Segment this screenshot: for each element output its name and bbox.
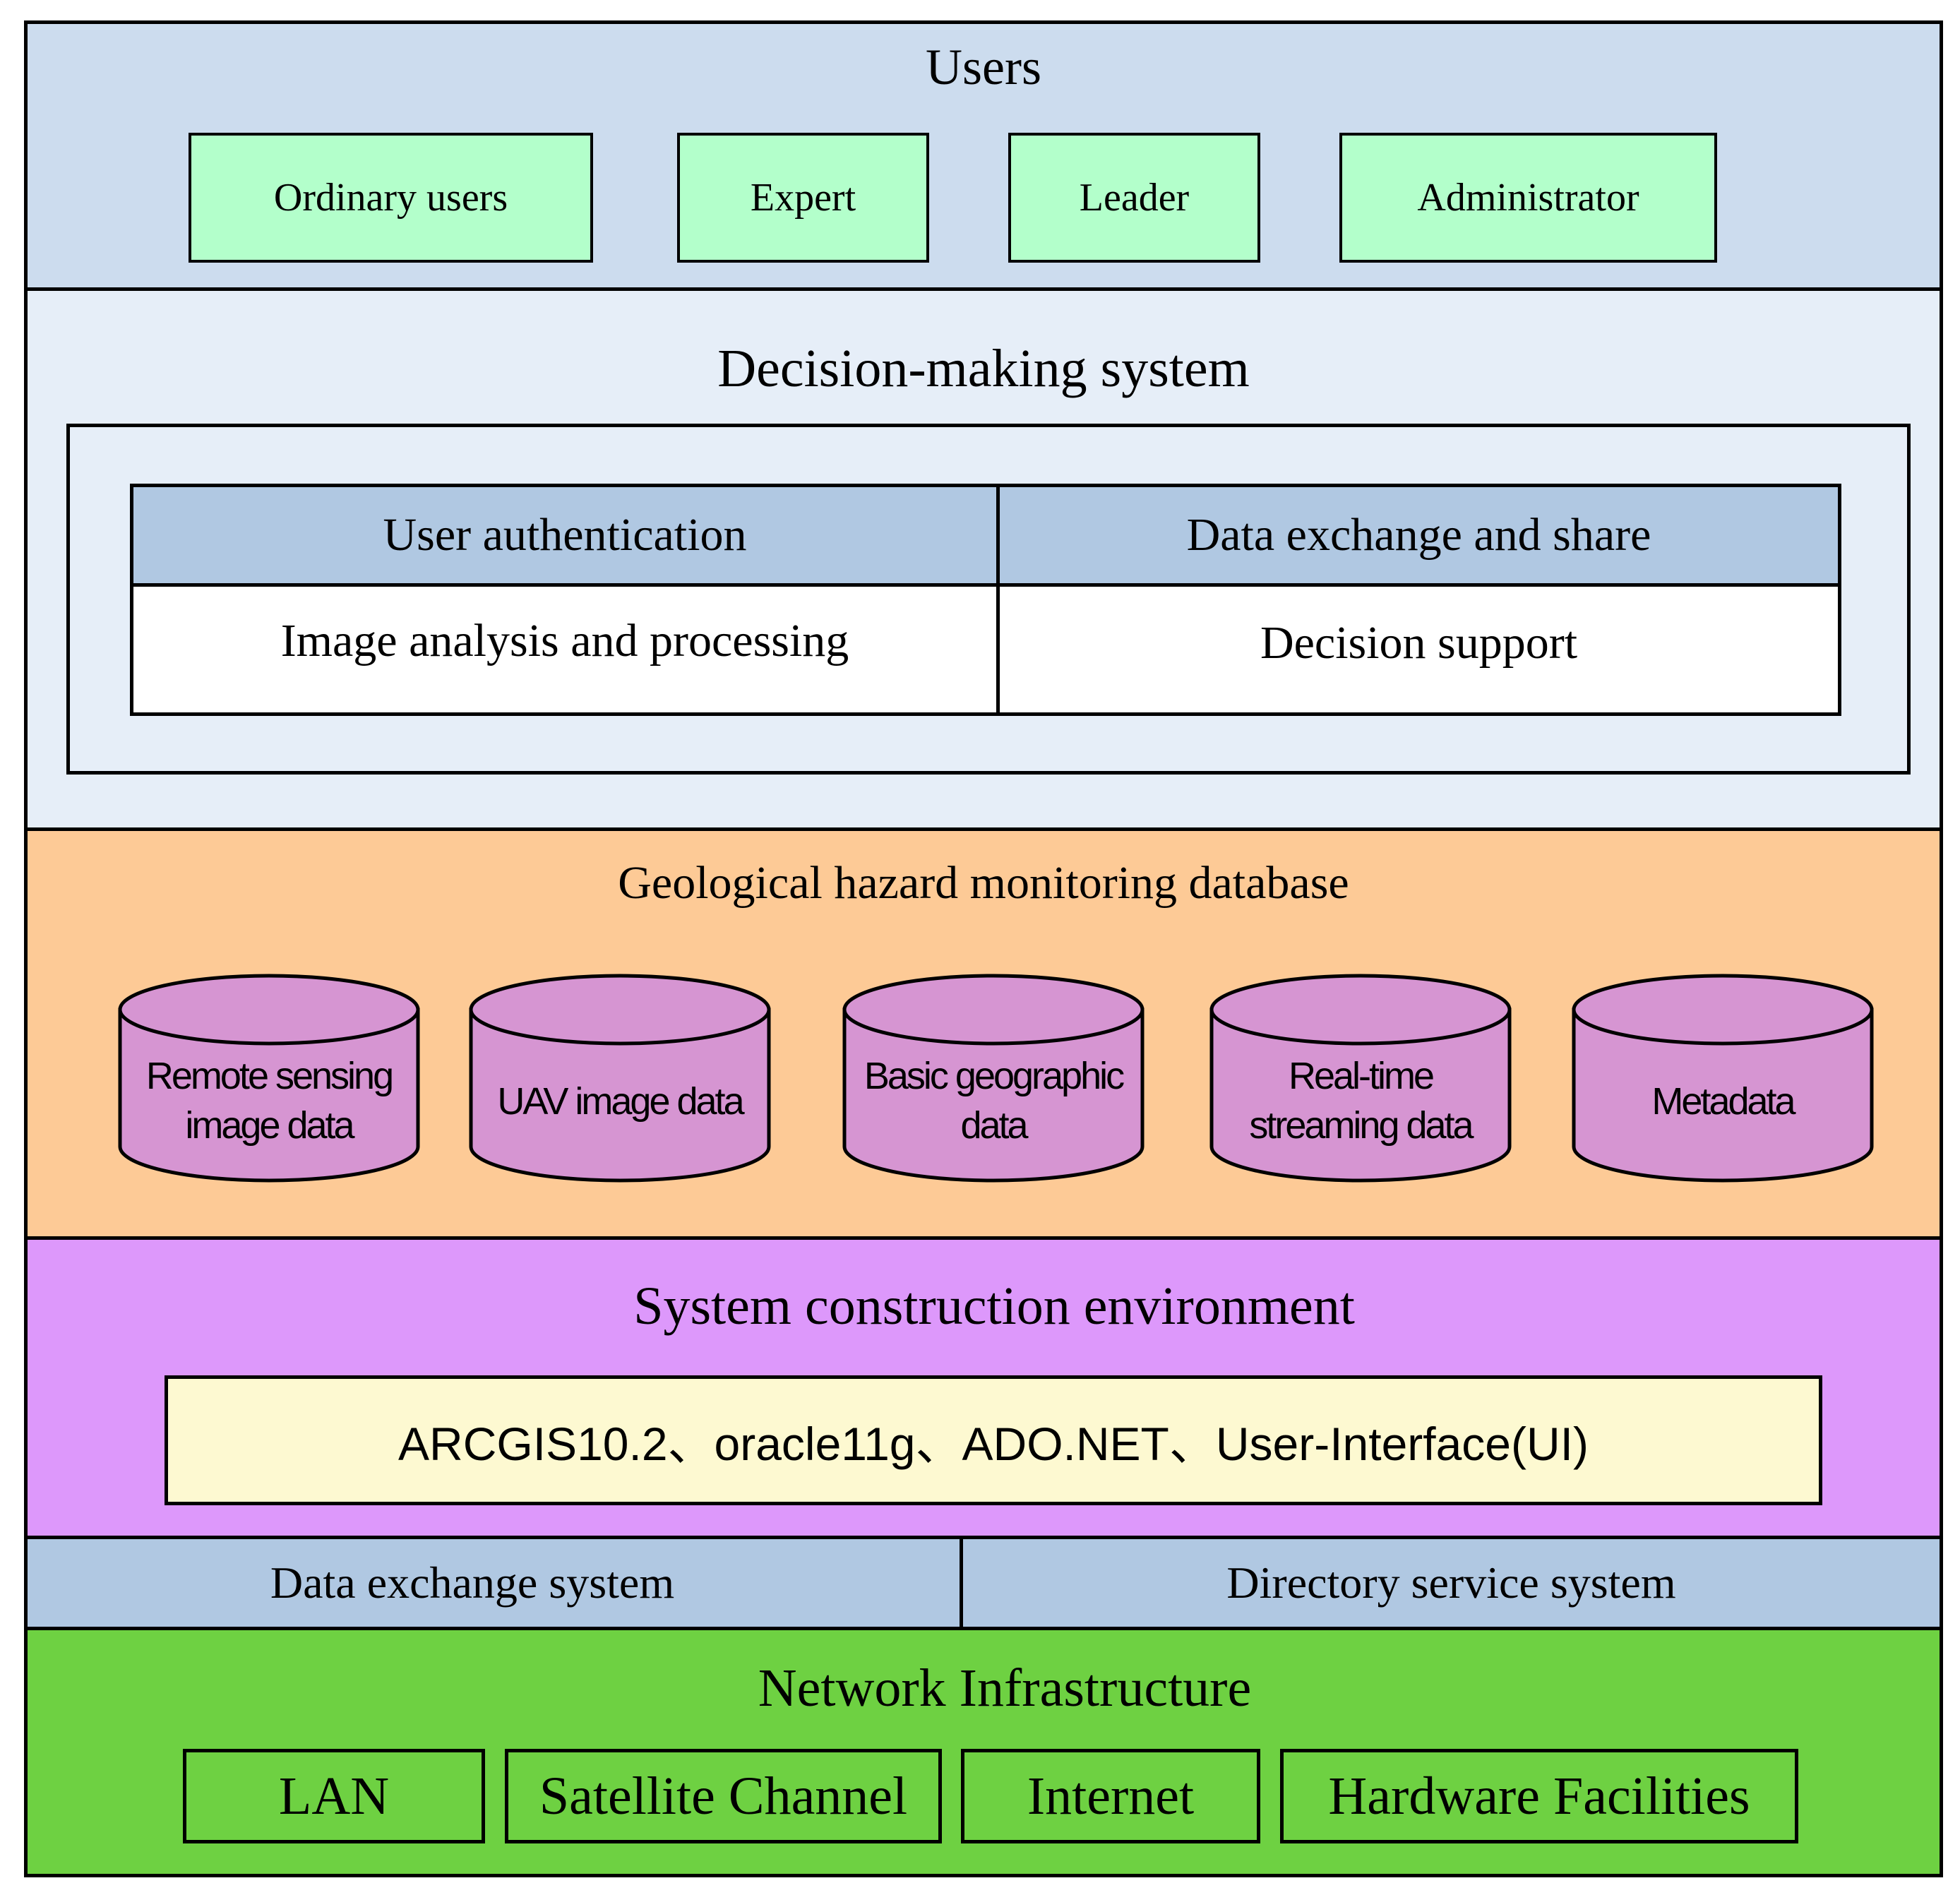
decision-title: Decision-making system	[717, 339, 1250, 398]
network-item-lan: LAN	[183, 1749, 485, 1843]
network-title: Network Infrastructure	[758, 1658, 1252, 1718]
environment-title: System construction environment	[633, 1277, 1355, 1336]
network-item-satellite-channel: Satellite Channel	[505, 1749, 942, 1843]
network-item-hardware-facilities: Hardware Facilities	[1280, 1749, 1798, 1843]
users-layer: Users Ordinary users Expert Leader Admin…	[24, 20, 1943, 291]
cylinder-shape	[1209, 974, 1512, 1183]
cylinder-shape	[469, 974, 771, 1183]
database-title: Geological hazard monitoring database	[618, 857, 1349, 909]
cylinder-shape	[842, 974, 1145, 1183]
user-box-expert: Expert	[677, 133, 929, 263]
cylinder-label-line2: image data	[185, 1104, 354, 1147]
user-box-administrator: Administrator	[1339, 133, 1717, 263]
decision-layer: Decision-making system User authenticati…	[24, 287, 1943, 831]
tech-stack-box: ARCGIS10.2、oracle11g、ADO.NET、User-Interf…	[165, 1375, 1822, 1505]
environment-layer: System construction environment ARCGIS10…	[24, 1236, 1943, 1539]
users-title: Users	[926, 39, 1041, 95]
cylinder-label-line1: UAV image data	[497, 1080, 744, 1123]
user-box-ordinary: Ordinary users	[189, 133, 593, 263]
database-cylinder-remote-sensing: Remote sensing image data	[116, 972, 422, 1184]
cylinder-shape	[1572, 974, 1874, 1183]
data-exchange-system: Data exchange system	[24, 1536, 963, 1630]
database-cylinder-real-time-streaming: Real-time streaming data	[1208, 972, 1513, 1184]
cylinder-label-line1: Basic geographic	[864, 1055, 1125, 1097]
database-layer: Geological hazard monitoring database Re…	[24, 827, 1943, 1240]
cylinder-label-line2: data	[960, 1104, 1028, 1147]
database-cylinder-metadata: Metadata	[1570, 972, 1875, 1184]
user-box-leader: Leader	[1008, 133, 1260, 263]
database-cylinder-uav-image: UAV image data	[467, 972, 772, 1184]
cylinder-shape	[118, 974, 420, 1183]
data-exchange-share-cell: Data exchange and share	[996, 484, 1841, 587]
image-analysis-cell: Image analysis and processing	[130, 583, 1000, 716]
database-cylinder-basic-geographic: Basic geographic data	[841, 972, 1146, 1184]
network-layer: Network Infrastructure LAN Satellite Cha…	[24, 1627, 1943, 1877]
cylinder-label-line1: Remote sensing	[145, 1055, 394, 1097]
network-item-internet: Internet	[961, 1749, 1260, 1843]
user-authentication-cell: User authentication	[130, 484, 1000, 587]
cylinder-label-line1: Metadata	[1651, 1080, 1795, 1123]
decision-support-cell: Decision support	[996, 583, 1841, 716]
cylinder-label-line2: streaming data	[1249, 1104, 1474, 1147]
cylinder-label-line1: Real-time	[1288, 1055, 1435, 1097]
decision-frame: User authentication Data exchange and sh…	[66, 424, 1911, 775]
directory-service-system: Directory service system	[960, 1536, 1943, 1630]
